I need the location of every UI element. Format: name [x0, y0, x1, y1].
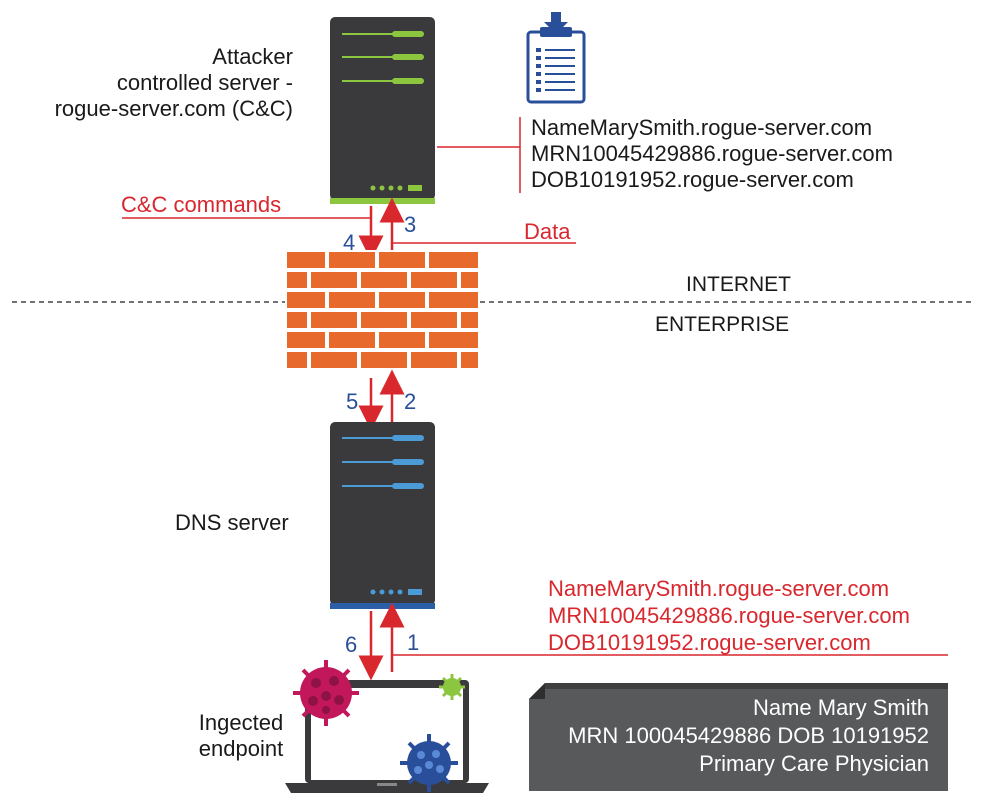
record-line: MRN 100045429886 DOB 10191952 — [568, 723, 929, 748]
dns-server-icon — [330, 422, 435, 609]
enterprise-label: ENTERPRISE — [655, 313, 790, 336]
attacker-server-label: Attacker controlled server - rogue-serve… — [55, 44, 293, 122]
endpoint-label-line: Ingected — [198, 710, 284, 735]
attacker-label-line: rogue-server.com (C&C) — [54, 96, 293, 121]
step-1-label: 1 — [407, 630, 420, 655]
exfil-entry: MRN10045429886.rogue-server.com — [548, 603, 910, 628]
exfil-entry: NameMarySmith.rogue-server.com — [531, 115, 873, 140]
cc-commands-label: C&C commands — [121, 192, 282, 217]
firewall-icon — [285, 250, 480, 378]
upper-exfil-list: NameMarySmith.rogue-server.com MRN100454… — [531, 115, 893, 193]
exfil-entry: DOB10191952.rogue-server.com — [531, 167, 854, 192]
exfil-entry: DOB10191952.rogue-server.com — [548, 630, 871, 655]
step-6-label: 6 — [345, 632, 358, 657]
exfil-entry: MRN10045429886.rogue-server.com — [531, 141, 893, 166]
step-3-label: 3 — [404, 212, 417, 237]
step-2-label: 2 — [404, 389, 417, 414]
endpoint-label-line: endpoint — [198, 736, 284, 761]
virus-icon — [439, 674, 465, 700]
document-card-icon — [529, 683, 948, 791]
dns-server-label: DNS server — [175, 510, 289, 535]
upper-exfil-bracket — [437, 117, 521, 193]
attacker-label-line: Attacker — [212, 44, 293, 69]
virus-icon — [400, 734, 458, 792]
step-4-label: 4 — [343, 230, 356, 255]
clipboard-download-icon — [526, 12, 586, 104]
virus-icon — [293, 660, 359, 726]
record-line: Primary Care Physician — [699, 751, 929, 776]
data-label: Data — [524, 219, 571, 244]
attacker-server-icon — [330, 17, 435, 204]
exfil-entry: NameMarySmith.rogue-server.com — [548, 576, 890, 601]
step-5-label: 5 — [346, 389, 359, 414]
record-line: Name Mary Smith — [752, 695, 929, 720]
patient-record: Name Mary Smith MRN 100045429886 DOB 101… — [568, 694, 929, 778]
internet-label: INTERNET — [686, 273, 791, 296]
endpoint-label: Ingected endpoint — [186, 710, 296, 762]
attacker-label-line: controlled server - — [116, 70, 293, 95]
lower-exfil-list: NameMarySmith.rogue-server.com MRN100454… — [548, 575, 910, 656]
